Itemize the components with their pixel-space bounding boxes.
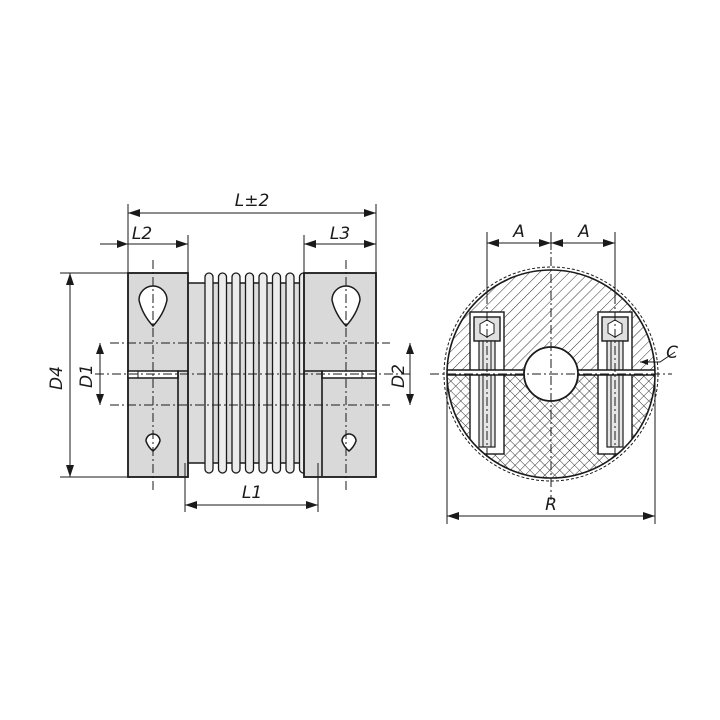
dim-d4: D4: [47, 272, 128, 478]
right-hub: [303, 272, 377, 478]
dim-c: C: [640, 343, 678, 365]
label-total-length: L±2: [235, 191, 270, 211]
label-a-left: A: [512, 222, 525, 242]
end-view: A A C R: [430, 222, 678, 524]
label-d4: D4: [47, 366, 67, 390]
label-d1: D1: [77, 364, 97, 388]
bellows-convolution: [271, 272, 282, 474]
bellows-convolution: [258, 272, 268, 474]
dim-d1: D1: [77, 343, 104, 405]
bellows-convolution: [204, 272, 214, 474]
label-l2: L2: [132, 224, 152, 244]
dim-a: A A: [486, 222, 616, 300]
bellows-convolution: [285, 272, 295, 474]
dim-total-length: L±2: [127, 191, 377, 273]
label-c: C: [666, 343, 678, 363]
label-d2: D2: [389, 364, 409, 388]
dim-l1: L1: [184, 463, 319, 512]
dim-d2: D2: [389, 343, 414, 405]
left-hub: [127, 272, 189, 478]
label-r: R: [545, 495, 557, 515]
bellows: [184, 272, 319, 474]
label-l3: L3: [330, 224, 350, 244]
bellows-convolution: [231, 272, 241, 474]
dim-r: R: [446, 378, 656, 524]
dim-l3: L3: [303, 224, 376, 273]
bellows-convolution: [217, 272, 228, 474]
dim-l2: L2: [100, 224, 189, 273]
bellows-convolution: [244, 272, 255, 474]
label-l1: L1: [242, 483, 262, 503]
side-view: L±2 L2 L3 L1 D: [47, 191, 414, 512]
label-a-right: A: [577, 222, 590, 242]
